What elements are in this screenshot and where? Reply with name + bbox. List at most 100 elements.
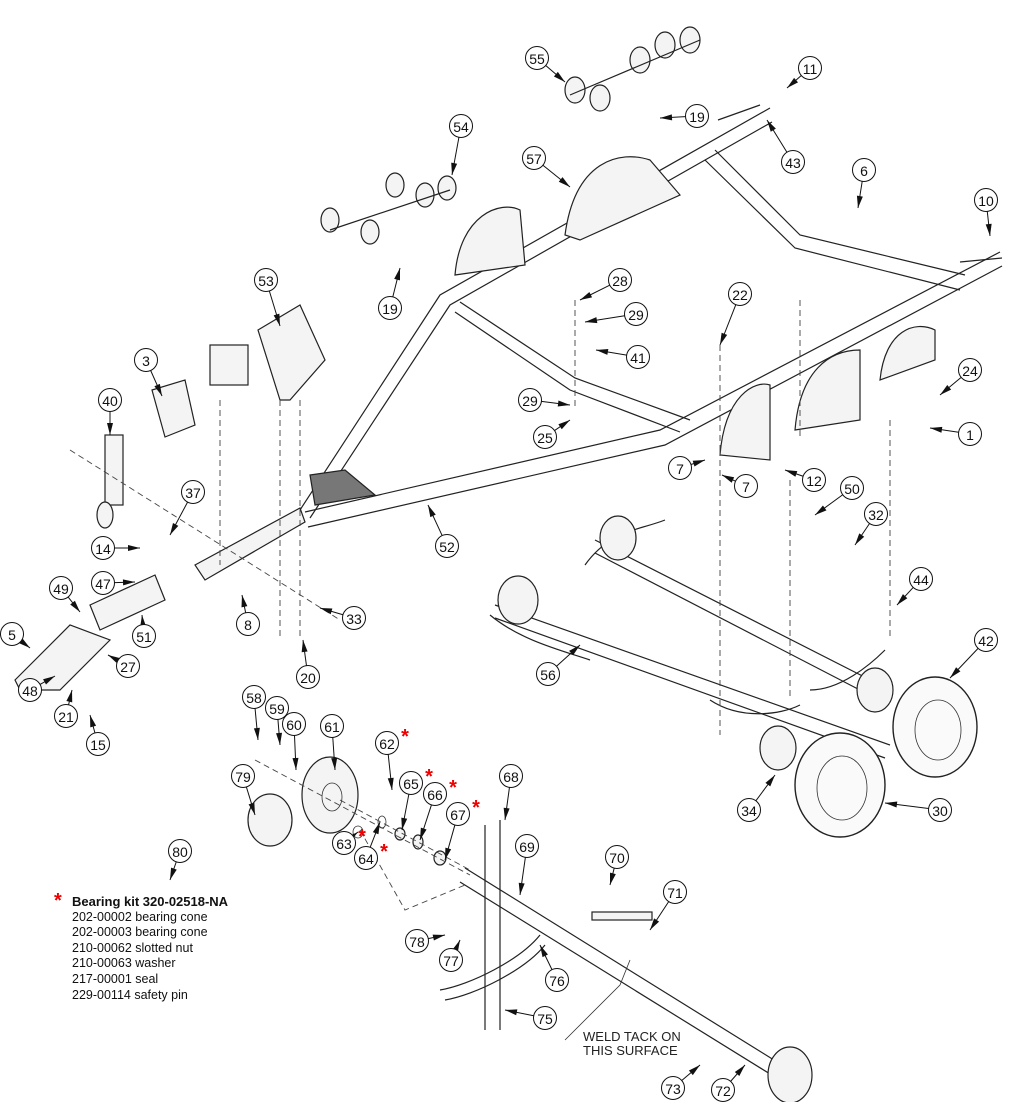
callout-number: 12 bbox=[806, 473, 822, 489]
callout-circle bbox=[533, 425, 557, 449]
callout-number: 65 bbox=[403, 776, 419, 792]
callout-number: 54 bbox=[453, 119, 469, 135]
leader-43 bbox=[766, 119, 788, 153]
callout-number: 73 bbox=[665, 1081, 681, 1097]
callout-number: 68 bbox=[503, 769, 519, 785]
callout-circle bbox=[728, 282, 752, 306]
callout-circle bbox=[0, 622, 24, 646]
callout-circle bbox=[132, 624, 156, 648]
arrowhead-icon bbox=[401, 817, 408, 830]
asterisk-icon: * bbox=[472, 797, 480, 819]
leader-20 bbox=[301, 639, 308, 666]
callout-number: 15 bbox=[90, 737, 106, 753]
callout-circle bbox=[661, 1076, 685, 1100]
arrowhead-icon bbox=[585, 317, 598, 324]
arrowhead-icon bbox=[387, 777, 394, 790]
arrowhead-icon bbox=[688, 1065, 700, 1076]
callout-68: 68 bbox=[499, 764, 523, 788]
callout-circle bbox=[781, 150, 805, 174]
callout-48: 48 bbox=[18, 678, 42, 702]
arrowhead-icon bbox=[692, 460, 705, 467]
callout-circle bbox=[116, 654, 140, 678]
weld-note-line2: THIS SURFACE bbox=[583, 1043, 678, 1058]
callout-12: 12 bbox=[802, 468, 826, 492]
leader-54 bbox=[451, 137, 460, 176]
callout-6: 6 bbox=[852, 158, 876, 182]
callout-circle bbox=[91, 571, 115, 595]
arrowhead-icon bbox=[558, 177, 570, 187]
callout-circle bbox=[320, 714, 344, 738]
callout-number: 43 bbox=[785, 155, 801, 171]
callout-circle bbox=[626, 345, 650, 369]
arrowhead-icon bbox=[253, 727, 260, 740]
arrowhead-icon bbox=[372, 822, 380, 835]
callout-circle bbox=[734, 474, 758, 498]
weld-note: WELD TACK ON THIS SURFACE bbox=[583, 1030, 681, 1058]
callout-number: 37 bbox=[185, 485, 201, 501]
leader-58 bbox=[253, 708, 260, 741]
arrowhead-icon bbox=[885, 801, 898, 808]
leader-10 bbox=[985, 211, 992, 237]
asterisk-icon: * bbox=[401, 726, 409, 748]
leader-47 bbox=[114, 579, 136, 586]
arrowhead-icon bbox=[170, 867, 177, 880]
leader-40 bbox=[107, 411, 113, 435]
callout-number: 29 bbox=[522, 393, 538, 409]
kit-item: 229-00114 safety pin bbox=[72, 987, 188, 1002]
arrowhead-icon bbox=[70, 600, 80, 612]
leader-6 bbox=[856, 181, 863, 209]
callout-circle bbox=[18, 678, 42, 702]
callout-circle bbox=[296, 665, 320, 689]
leader-19 bbox=[392, 267, 401, 297]
callout-79: 79 bbox=[231, 764, 255, 788]
callout-circle bbox=[974, 628, 998, 652]
callout-circle bbox=[242, 685, 266, 709]
leader-24 bbox=[939, 376, 962, 396]
kit-item: 210-00062 slotted nut bbox=[72, 940, 193, 955]
leader-37 bbox=[169, 501, 189, 536]
callout-circle bbox=[499, 764, 523, 788]
leader-80 bbox=[169, 861, 177, 881]
callout-circle bbox=[663, 880, 687, 904]
arrowhead-icon bbox=[428, 505, 436, 518]
callout-circle bbox=[624, 302, 648, 326]
callout-number: 7 bbox=[742, 479, 750, 495]
callout-77: 77 bbox=[439, 948, 463, 972]
callout-circle bbox=[605, 845, 629, 869]
arrowhead-icon bbox=[248, 802, 255, 815]
callout-number: 51 bbox=[136, 629, 152, 645]
leader-59 bbox=[276, 719, 283, 746]
callout-number: 6 bbox=[860, 163, 868, 179]
callout-number: 22 bbox=[732, 287, 748, 303]
roller-assembly-top bbox=[564, 26, 701, 112]
callout-number: 19 bbox=[689, 109, 705, 125]
leader-3 bbox=[150, 370, 163, 397]
callout-number: 47 bbox=[95, 576, 111, 592]
leader-25 bbox=[554, 419, 571, 431]
callout-circle bbox=[282, 712, 306, 736]
roller-assembly-left bbox=[320, 172, 457, 245]
arrowhead-icon bbox=[170, 523, 179, 535]
arrowhead-icon bbox=[985, 223, 992, 236]
callout-number: 21 bbox=[58, 709, 74, 725]
callout-59: 59 bbox=[265, 696, 289, 720]
leader-11 bbox=[786, 75, 802, 89]
bearing-kit-legend: * Bearing kit 320-02518-NA 202-00002 bea… bbox=[54, 891, 228, 1003]
arrowhead-icon bbox=[331, 757, 338, 770]
leader-32 bbox=[854, 523, 870, 546]
arrowhead-icon bbox=[241, 595, 248, 608]
leader-68 bbox=[503, 787, 510, 821]
weld-note-line1: WELD TACK ON bbox=[583, 1029, 681, 1044]
leader-49 bbox=[67, 596, 81, 613]
callout-circle bbox=[231, 764, 255, 788]
callout-64: 64* bbox=[354, 841, 388, 870]
callout-circle bbox=[405, 929, 429, 953]
callout-34: 34 bbox=[737, 798, 761, 822]
callout-number: 8 bbox=[244, 617, 252, 633]
arrowhead-icon bbox=[722, 475, 735, 483]
callout-55: 55 bbox=[525, 46, 549, 70]
leader-29 bbox=[541, 400, 571, 407]
callout-21: 21 bbox=[54, 704, 78, 728]
leader-8 bbox=[241, 594, 248, 613]
